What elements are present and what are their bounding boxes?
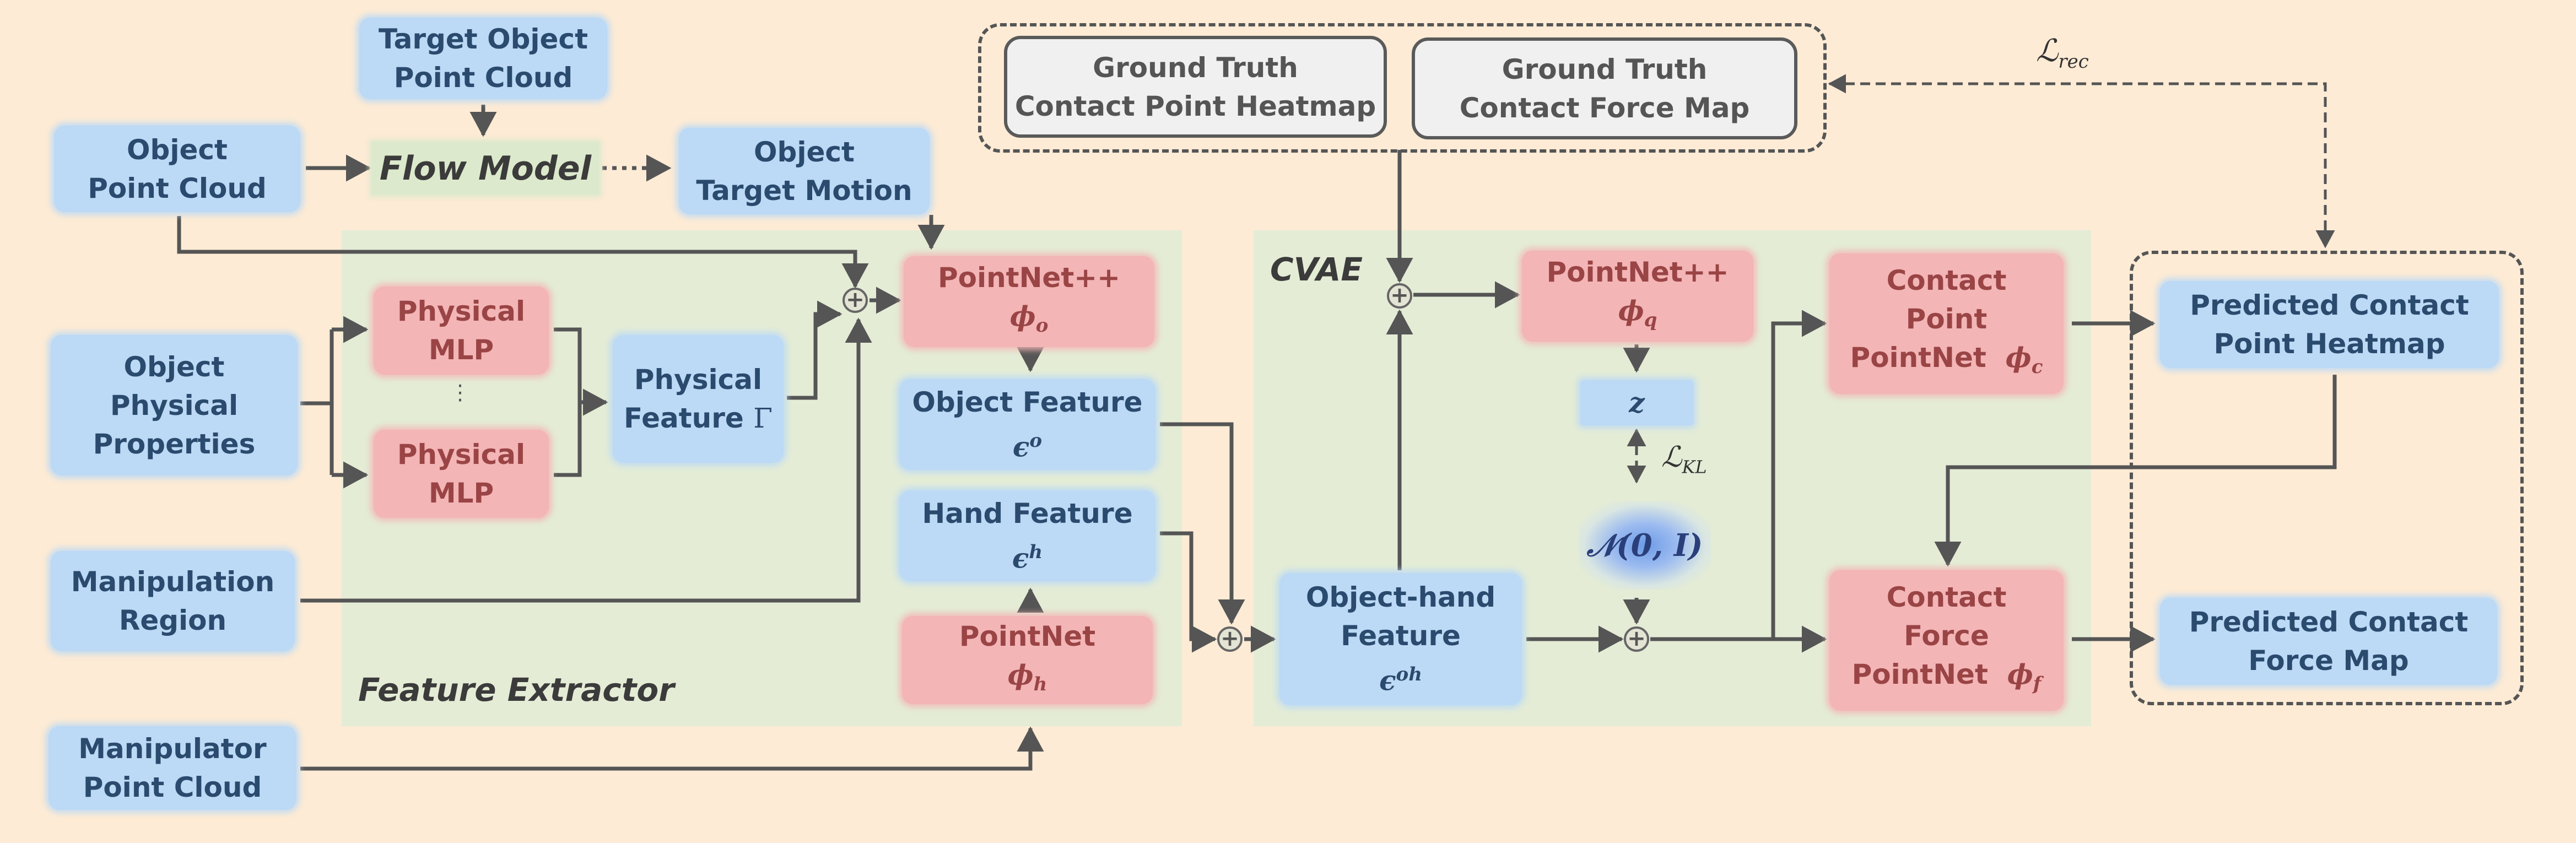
pointnet-plus-plus-object-node: PointNet++ ϕo: [904, 256, 1154, 347]
physical-feature-node: Physical Feature Γ: [613, 335, 784, 463]
object-feature-node: Object Feature ϵo: [899, 379, 1155, 470]
concat-node-hand: +: [1217, 626, 1243, 652]
contact-point-pointnet-node: Contact Point PointNet ϕc: [1829, 253, 2064, 394]
object-hand-feature-node: Object-hand Feature ϵoh: [1279, 573, 1522, 705]
flow-model-node: Flow Model: [372, 142, 599, 194]
contact-force-pointnet-node: Contact Force PointNet ϕf: [1829, 570, 2064, 711]
prediction-group: [2130, 251, 2524, 705]
gaussian-prior-node: 𝒩(0, I): [1579, 501, 1711, 590]
ground-truth-group: [978, 23, 1827, 153]
concat-node-latent: +: [1624, 626, 1649, 652]
cvae-label: CVAE: [1270, 251, 1363, 288]
pointnet-plus-plus-q-node: PointNet++ ϕq: [1522, 251, 1753, 342]
concat-node-object: +: [843, 288, 868, 313]
mlp-ellipsis: ⋮: [450, 380, 471, 404]
kl-loss-label: ℒKL: [1661, 441, 1707, 478]
reconstruction-loss-label: ℒrec: [2036, 33, 2089, 73]
hand-feature-node: Hand Feature ϵh: [899, 490, 1155, 581]
pointnet-hand-node: PointNet ϕh: [902, 616, 1153, 704]
feature-extractor-label: Feature Extractor: [358, 671, 674, 709]
latent-z-node: z: [1580, 380, 1693, 425]
concat-node-cvae-top: +: [1387, 283, 1412, 309]
